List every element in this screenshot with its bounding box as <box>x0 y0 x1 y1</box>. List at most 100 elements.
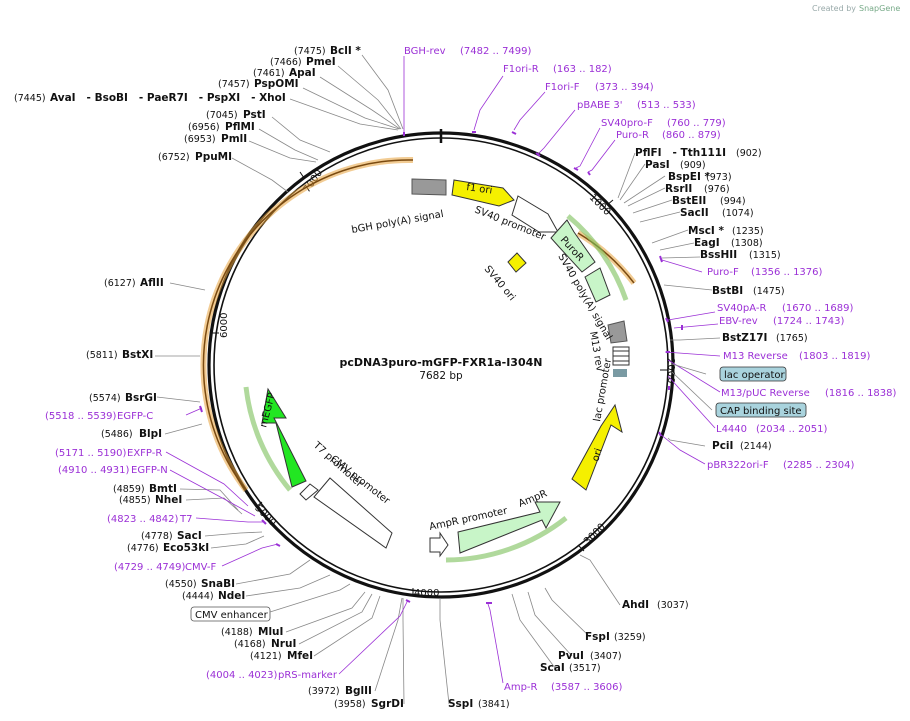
svg-text:(163 .. 182): (163 .. 182) <box>553 64 612 75</box>
f1-ori-shape[interactable] <box>451 179 515 207</box>
primer-pbr322ori-f[interactable]: pBR322ori-F(2285 .. 2304) <box>707 460 855 471</box>
ampR-promoter-shape[interactable] <box>429 531 449 558</box>
svg-text:(1475): (1475) <box>753 286 785 297</box>
primer-t7[interactable]: (4823 .. 4842)T7 <box>107 514 192 525</box>
primer-ebv-rev[interactable]: EBV-rev(1724 .. 1743) <box>719 316 845 327</box>
enzyme-sacII[interactable]: SacII(1074) <box>680 207 754 219</box>
enzyme-bsteii[interactable]: BstEII(994) <box>672 195 746 207</box>
enzyme-pasI[interactable]: PasI(909) <box>645 159 706 171</box>
primer-exfp-r[interactable]: (5171 .. 5190)EXFP-R <box>55 448 162 459</box>
enzyme-eagI[interactable]: EagI(1308) <box>694 237 763 249</box>
primer-egfp-n[interactable]: (4910 .. 4931)EGFP-N <box>58 465 168 476</box>
enzyme-eco53ki[interactable]: (4776)Eco53kI <box>127 542 209 554</box>
primer-prs-marker[interactable]: (4004 .. 4023)pRS-marker <box>206 670 338 681</box>
enzyme-bstbi[interactable]: BstBI(1475) <box>712 285 785 297</box>
enzyme-bspei[interactable]: BspEI *(973) <box>668 171 732 183</box>
cmv-promoter-shape[interactable] <box>313 477 393 549</box>
enzyme-fspI[interactable]: FspI(3259) <box>585 631 646 643</box>
cap-binding-site-tag[interactable]: CAP binding site <box>715 402 807 418</box>
primer-bgh-rev[interactable]: BGH-rev(7482 .. 7499) <box>404 46 532 57</box>
enzyme-avaI-group[interactable]: (7445)AvaI - BsoBI - PaeR7I - PspXI - Xh… <box>14 92 286 104</box>
enzyme-ndeI[interactable]: (4444)NdeI <box>182 590 245 602</box>
enzyme-bmtI[interactable]: (4859)BmtI <box>113 483 177 495</box>
primer-egfp-c[interactable]: (5518 .. 5539)EGFP-C <box>45 411 153 422</box>
enzyme-sspI[interactable]: SspI(3841) <box>448 698 510 710</box>
enzyme-mfeI[interactable]: (4121)MfeI <box>250 650 313 662</box>
enzyme-blpI[interactable]: (5486)BlpI <box>101 428 162 440</box>
sv40-ori-shape[interactable] <box>507 252 527 273</box>
primer-m13-reverse[interactable]: M13 Reverse(1803 .. 1819) <box>723 351 871 362</box>
svg-text:BclI *: BclI * <box>330 45 361 57</box>
enzyme-pstI[interactable]: (7045)PstI <box>206 109 266 121</box>
primer-m13-puc-reverse[interactable]: M13/pUC Reverse(1816 .. 1838) <box>721 388 897 399</box>
enzyme-pciI[interactable]: PciI(2144) <box>712 440 772 452</box>
ampR-shape[interactable] <box>457 501 561 554</box>
svg-text:EagI: EagI <box>694 237 720 249</box>
enzyme-sacI[interactable]: (4778)SacI <box>141 530 202 542</box>
enzyme-ppumi[interactable]: (6752)PpuMI <box>158 151 232 163</box>
enzyme-msci[interactable]: MscI *(1235) <box>688 225 764 237</box>
enzyme-bstz17i[interactable]: BstZ17I(1765) <box>722 332 808 344</box>
gray-small-box[interactable] <box>607 320 628 344</box>
primer-marks <box>199 131 683 604</box>
enzyme-snabi[interactable]: (4550)SnaBI <box>165 578 235 590</box>
cmv-enhancer-tag[interactable]: CMV enhancer <box>190 606 271 622</box>
sv40-promoter-shape[interactable] <box>511 195 559 233</box>
lac-operator-tag[interactable]: lac operator <box>719 366 787 382</box>
svg-text:PpuMI: PpuMI <box>195 151 232 163</box>
ori-shape[interactable] <box>571 403 623 491</box>
svg-text:(902): (902) <box>736 148 762 159</box>
enzyme-pflfi-group[interactable]: PflFI - Tth111I(902) <box>635 147 762 159</box>
svg-text:PvuI: PvuI <box>558 650 584 662</box>
enzyme-apaI[interactable]: (7461)ApaI <box>253 67 316 79</box>
primer-puro-r[interactable]: Puro-R(860 .. 879) <box>616 130 721 141</box>
enzyme-bglII[interactable]: (3972)BglII <box>308 685 372 697</box>
primer-puro-f[interactable]: Puro-F(1356 .. 1376) <box>707 267 823 278</box>
svg-text:SnaBI: SnaBI <box>201 578 235 590</box>
primer-pbabe3[interactable]: pBABE 3'(513 .. 533) <box>577 100 696 111</box>
enzyme-pmlI[interactable]: (6953)PmlI <box>184 133 247 145</box>
t7-promoter-shape[interactable] <box>299 483 319 501</box>
svg-text:4000: 4000 <box>414 588 439 599</box>
svg-text:(5811): (5811) <box>86 350 118 361</box>
svg-text:(760 .. 779): (760 .. 779) <box>667 118 726 129</box>
primer-f1ori-f[interactable]: F1ori-F(373 .. 394) <box>545 82 654 93</box>
primer-l4440[interactable]: L4440(2034 .. 2051) <box>716 424 828 435</box>
enzyme-ahdI[interactable]: AhdI(3037) <box>622 599 689 611</box>
svg-text:M13 Reverse: M13 Reverse <box>723 351 788 362</box>
enzyme-rsrII[interactable]: RsrII(976) <box>665 183 730 195</box>
enzyme-nheI[interactable]: (4855)NheI <box>119 494 182 506</box>
svg-text:SV40pA-R: SV40pA-R <box>717 303 766 314</box>
enzyme-bsshii[interactable]: BssHII(1315) <box>700 249 781 261</box>
enzyme-bclI[interactable]: (7475)BclI * <box>294 45 361 57</box>
enzyme-pmeI[interactable]: (7466)PmeI <box>270 56 336 68</box>
bgh-polyA-shape[interactable] <box>411 178 447 196</box>
svg-text:(5171 .. 5190): (5171 .. 5190) <box>55 448 127 459</box>
svg-text:6000: 6000 <box>219 313 230 338</box>
sv40-polyA-shape[interactable] <box>584 267 611 303</box>
megfp-shape[interactable] <box>261 387 307 488</box>
svg-text:BssHII: BssHII <box>700 249 737 261</box>
enzyme-mluI[interactable]: (4188)MluI <box>221 626 283 638</box>
primer-f1ori-r[interactable]: F1ori-R(163 .. 182) <box>503 64 612 75</box>
enzyme-pspomi[interactable]: (7457)PspOMI <box>218 78 299 90</box>
enzyme-bsrgi[interactable]: (5574)BsrGI <box>89 392 157 404</box>
cap-site-shape[interactable] <box>613 369 627 377</box>
svg-text:(7445): (7445) <box>14 93 46 104</box>
svg-text:BstXI: BstXI <box>122 349 153 361</box>
svg-text:MluI: MluI <box>258 626 283 638</box>
enzyme-aflII[interactable]: (6127)AflII <box>104 277 164 289</box>
enzyme-bstxi[interactable]: (5811) BstXI <box>86 349 153 361</box>
svg-text:(7482 .. 7499): (7482 .. 7499) <box>460 46 532 57</box>
primer-amp-r[interactable]: Amp-R(3587 .. 3606) <box>504 682 623 693</box>
svg-text:BspEI *: BspEI * <box>668 171 711 183</box>
primer-sv40pa-r[interactable]: SV40pA-R(1670 .. 1689) <box>717 303 854 314</box>
enzyme-scaI[interactable]: ScaI(3517) <box>540 662 601 674</box>
enzyme-pvuI[interactable]: PvuI(3407) <box>558 650 622 662</box>
puroR-shape[interactable] <box>550 219 596 273</box>
primer-cmv-f[interactable]: (4729 .. 4749)CMV-F <box>114 562 216 573</box>
enzyme-nruI[interactable]: (4168)NruI <box>234 638 296 650</box>
primer-sv40pro-f[interactable]: SV40pro-F(760 .. 779) <box>601 118 726 129</box>
enzyme-sgrdi[interactable]: (3958)SgrDI <box>334 698 404 710</box>
enzyme-pflmi[interactable]: (6956)PflMI <box>188 121 255 133</box>
